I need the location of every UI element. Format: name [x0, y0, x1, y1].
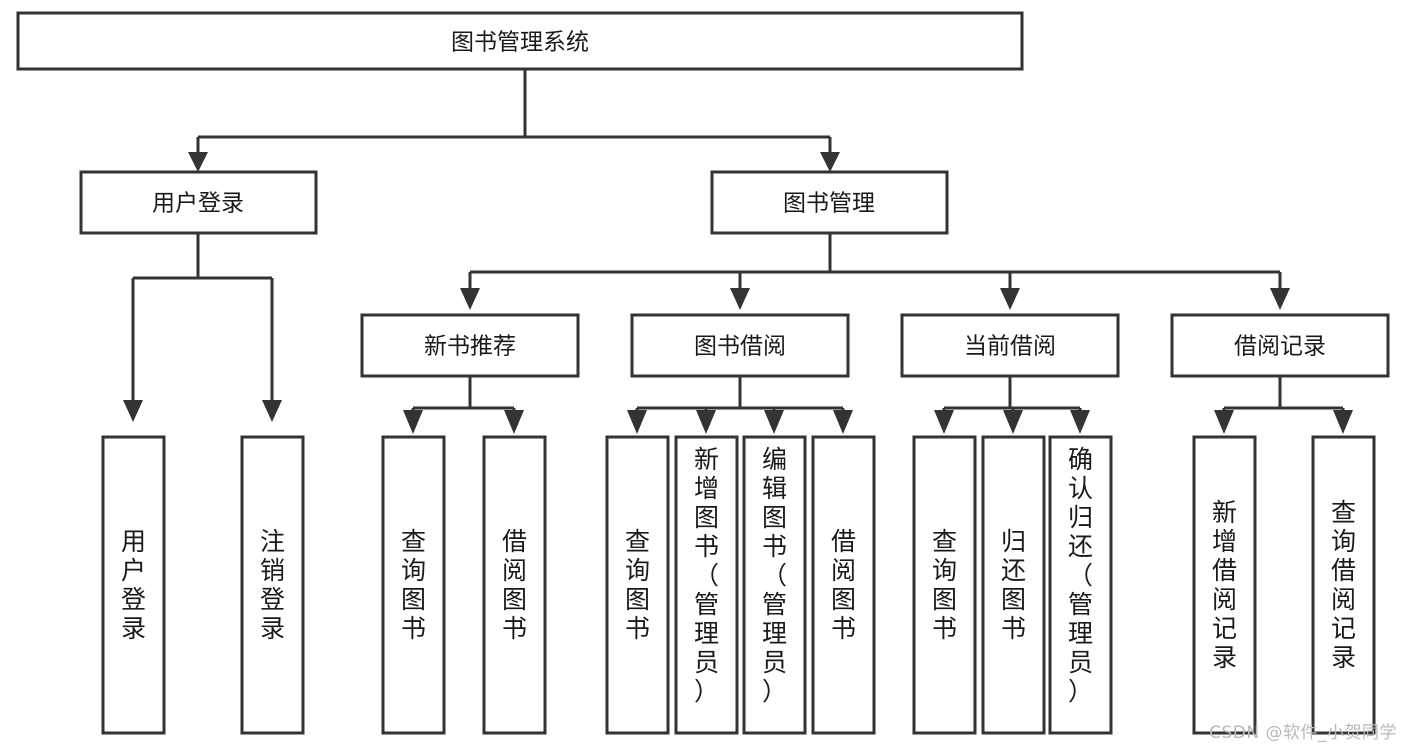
leaf-box[interactable]	[912, 435, 977, 735]
leaf-box[interactable]	[381, 435, 446, 735]
leaf-box[interactable]	[811, 435, 876, 735]
node-borrow-record[interactable]: 借阅记录	[1170, 313, 1390, 378]
leaf-group-current-borrow	[912, 435, 1113, 735]
node-book-borrow-label: 图书借阅	[694, 334, 786, 360]
node-user-login[interactable]: 用户登录	[79, 170, 318, 235]
node-root[interactable]: 图书管理系统	[16, 11, 1024, 71]
node-root-label: 图书管理系统	[451, 30, 589, 56]
node-current-borrow-label: 当前借阅	[964, 334, 1056, 360]
connector-userlogin-to-leaves	[123, 233, 282, 422]
connector-borrowrecord-to-leaves	[1214, 376, 1353, 434]
node-book-borrow[interactable]: 图书借阅	[630, 313, 850, 378]
node-book-management-label: 图书管理	[783, 191, 875, 217]
connector-root-to-level2	[188, 69, 840, 172]
leaf-box[interactable]	[482, 435, 547, 735]
connector-bookborrow-to-leaves	[627, 376, 853, 434]
leaf-box[interactable]	[1192, 435, 1257, 735]
node-borrow-record-label: 借阅记录	[1234, 334, 1326, 360]
leaf-group-user-login	[101, 435, 305, 735]
node-current-borrow[interactable]: 当前借阅	[900, 313, 1120, 378]
leaf-box[interactable]	[1311, 435, 1376, 735]
leaf-group-book-borrow	[605, 435, 876, 735]
leaf-box[interactable]	[101, 435, 166, 735]
leaf-box[interactable]	[674, 435, 739, 735]
node-user-login-label: 用户登录	[152, 191, 244, 217]
node-book-management[interactable]: 图书管理	[710, 170, 949, 235]
leaf-box[interactable]	[1048, 435, 1113, 735]
connector-currentborrow-to-leaves	[934, 376, 1090, 434]
leaf-box[interactable]	[981, 435, 1046, 735]
leaf-box[interactable]	[742, 435, 807, 735]
node-new-book-recommend-label: 新书推荐	[424, 334, 516, 360]
leaf-box[interactable]	[240, 435, 305, 735]
connector-bookmgmt-to-level3	[460, 233, 1290, 310]
node-new-book-recommend[interactable]: 新书推荐	[360, 313, 580, 378]
leaf-box[interactable]	[605, 435, 670, 735]
csdn-watermark: CSDN @软件_小贺同学	[1209, 723, 1397, 743]
leaf-group-new-book-recommend	[381, 435, 547, 735]
leaf-group-borrow-record	[1192, 435, 1376, 735]
connector-newbook-to-leaves	[403, 376, 524, 434]
